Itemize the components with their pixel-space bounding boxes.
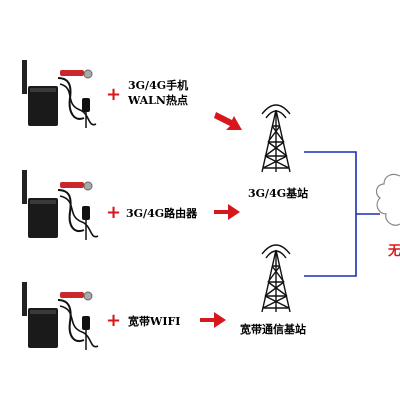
- link-line: [304, 151, 357, 277]
- arrow-icon: [214, 204, 240, 220]
- device-label-1: 3G/4G手机 WALN热点: [128, 78, 188, 108]
- network-links: [304, 151, 380, 277]
- device-label-2: 3G/4G路由器: [126, 206, 197, 221]
- cloud-icon: [375, 173, 400, 226]
- tracker-device-icon: [22, 60, 58, 126]
- label-line: 宽带WIFI: [128, 315, 181, 328]
- station-label-broadband: 宽带通信基站: [240, 323, 306, 336]
- arrow-icon: [200, 312, 226, 328]
- charger-cable-icon: [57, 181, 99, 240]
- tracker-device-icon: [22, 170, 58, 238]
- device-kit-3: [22, 282, 99, 350]
- plus-sign: +: [106, 202, 122, 223]
- cell-tower-icon: [261, 244, 291, 313]
- cloud-label-fragment: 无: [388, 244, 400, 259]
- cell-tower-icon: [261, 104, 291, 173]
- plus-sign: +: [106, 84, 122, 105]
- device-kit-1: [22, 60, 97, 128]
- charger-cable-icon: [57, 69, 97, 128]
- device-kit-2: [22, 170, 99, 240]
- station-label-cellular: 3G/4G基站: [248, 187, 309, 200]
- arrow-icon: [214, 112, 242, 130]
- charger-cable-icon: [57, 291, 99, 350]
- label-line: 3G/4G路由器: [126, 207, 198, 220]
- plus-sign: +: [106, 310, 122, 331]
- label-line: WALN热点: [128, 94, 188, 107]
- device-label-3: 宽带WIFI: [128, 314, 180, 329]
- tracker-device-icon: [22, 282, 58, 348]
- label-line: 3G/4G手机: [128, 79, 189, 92]
